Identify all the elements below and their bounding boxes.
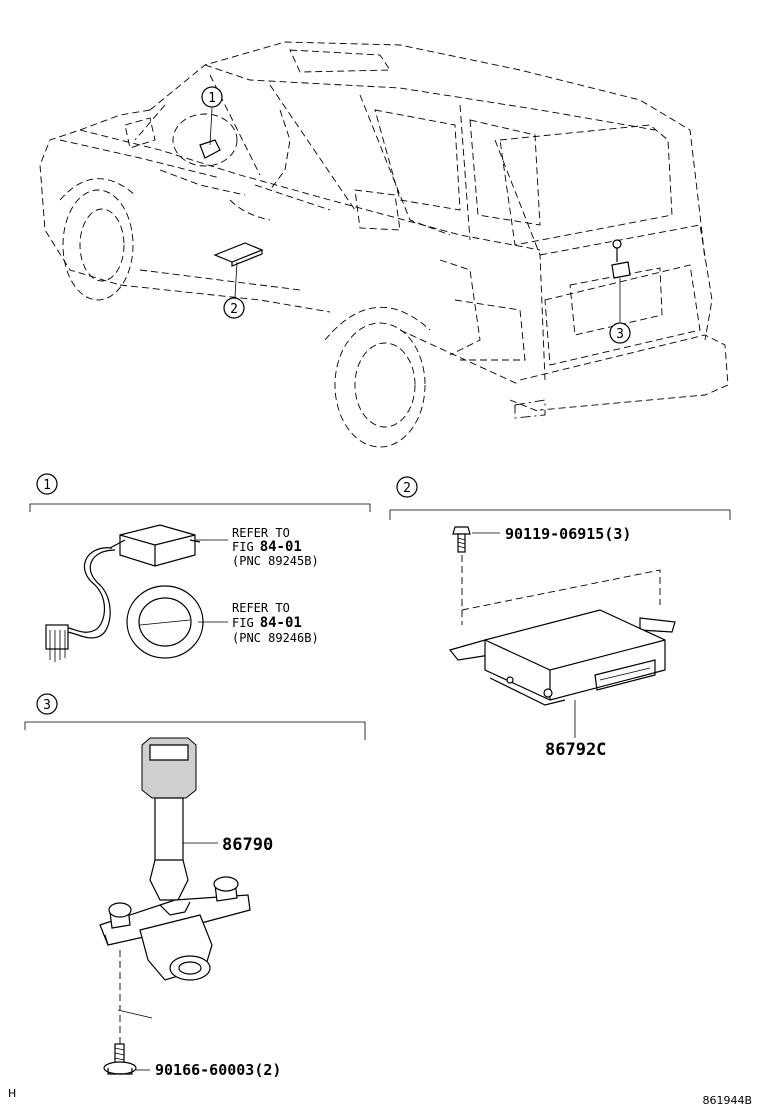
car-callout-3: 3 bbox=[609, 322, 631, 344]
car-callout-1: 1 bbox=[201, 86, 223, 108]
svg-text:(PNC 89246B): (PNC 89246B) bbox=[232, 631, 319, 645]
bolt-icon bbox=[452, 526, 471, 553]
svg-text:2: 2 bbox=[403, 481, 411, 496]
screw-icon bbox=[103, 1043, 137, 1075]
svg-text:3: 3 bbox=[616, 327, 624, 342]
section-3: 3 86790 bbox=[24, 693, 366, 1079]
spiral-ring bbox=[126, 585, 204, 659]
svg-text:REFER TO: REFER TO bbox=[232, 526, 290, 540]
section-2: 2 90119-06915(3) 86792C bbox=[389, 476, 731, 760]
svg-text:90119-06915(3): 90119-06915(3) bbox=[505, 525, 631, 543]
car-callout-2: 2 bbox=[223, 297, 245, 319]
diagram-id: 861944B bbox=[702, 1094, 752, 1107]
sensor-module bbox=[45, 524, 201, 662]
svg-text:86792C: 86792C bbox=[545, 740, 606, 760]
svg-text:1: 1 bbox=[208, 91, 216, 106]
ecu-module bbox=[448, 609, 676, 706]
svg-text:REFER TO: REFER TO bbox=[232, 601, 290, 615]
svg-text:2: 2 bbox=[230, 302, 238, 317]
rear-camera bbox=[99, 737, 251, 981]
svg-text:(PNC 89245B): (PNC 89245B) bbox=[232, 554, 319, 568]
svg-text:3: 3 bbox=[43, 698, 51, 713]
corner-mark: H bbox=[8, 1087, 16, 1100]
svg-text:86790: 86790 bbox=[222, 835, 273, 855]
svg-text:90166-60003(2): 90166-60003(2) bbox=[155, 1061, 281, 1079]
svg-text:1: 1 bbox=[43, 478, 51, 493]
vehicle-illustration bbox=[39, 41, 729, 448]
